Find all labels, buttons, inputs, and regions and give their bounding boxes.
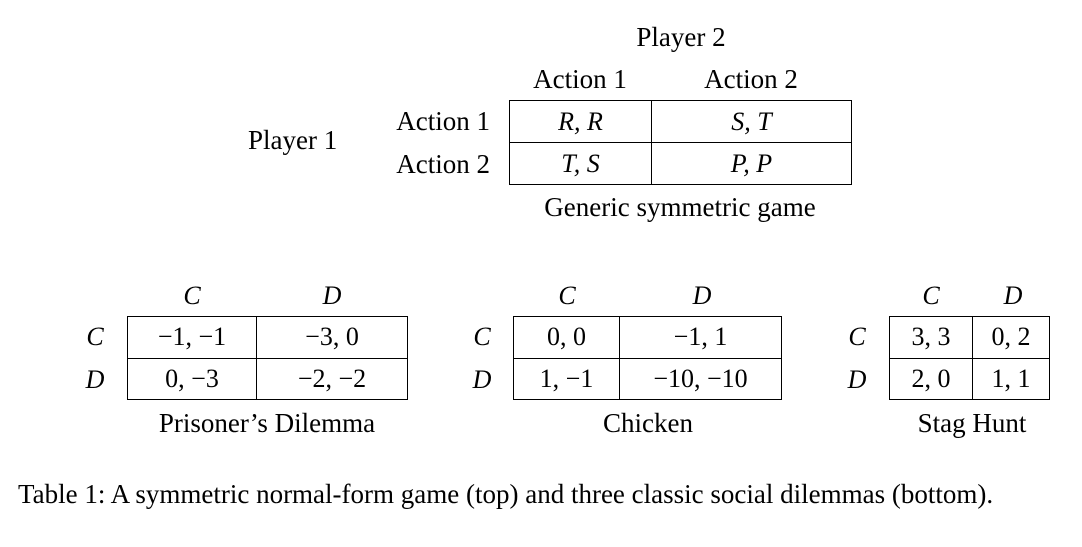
stag-row-c-label: C <box>848 322 866 351</box>
payoff-cell: −10, −10 <box>619 357 782 400</box>
row-action-1-label: Action 1 <box>396 106 490 136</box>
row-action-2-label: Action 2 <box>396 149 490 179</box>
pd-row-d-label: D <box>85 365 105 394</box>
payoff-cell: 1, −1 <box>513 357 620 400</box>
stag-col-c-label: C <box>922 281 940 310</box>
chicken-payoff-matrix: 0, 0 −1, 1 1, −1 −10, −10 <box>513 316 782 400</box>
payoff-cell: R, R <box>509 100 652 143</box>
table-caption: Table 1: A symmetric normal-form game (t… <box>18 479 994 509</box>
payoff-cell: P, P <box>651 142 852 185</box>
payoff-cell: T, S <box>509 142 652 185</box>
payoff-cell: 3, 3 <box>889 316 973 359</box>
payoff-cell: −1, 1 <box>619 316 782 359</box>
payoff-cell: −1, −1 <box>127 316 257 359</box>
payoff-cell: 0, −3 <box>127 357 257 400</box>
payoff-cell: S, T <box>651 100 852 143</box>
pd-row-c-label: C <box>86 322 104 351</box>
payoff-cell: −3, 0 <box>256 316 408 359</box>
pd-col-c-label: C <box>183 281 201 310</box>
payoff-cell: 2, 0 <box>889 357 973 400</box>
payoff-cell: 0, 2 <box>972 316 1050 359</box>
pd-title: Prisoner’s Dilemma <box>158 408 376 438</box>
column-player-label: Player 2 <box>636 22 726 52</box>
payoff-cell: 0, 0 <box>513 316 620 359</box>
stag-payoff-matrix: 3, 3 0, 2 2, 0 1, 1 <box>889 316 1050 400</box>
stag-title: Stag Hunt <box>917 408 1027 438</box>
column-action-1-label: Action 1 <box>533 64 627 94</box>
generic-game-title: Generic symmetric game <box>544 192 816 222</box>
chicken-col-c-label: C <box>558 281 576 310</box>
chicken-row-d-label: D <box>472 365 492 394</box>
pd-col-d-label: D <box>322 281 342 310</box>
pd-payoff-matrix: −1, −1 −3, 0 0, −3 −2, −2 <box>127 316 408 400</box>
chicken-row-c-label: C <box>473 322 491 351</box>
stag-col-d-label: D <box>1003 281 1023 310</box>
chicken-title: Chicken <box>603 408 693 438</box>
row-player-label: Player 1 <box>248 125 338 155</box>
payoff-cell: −2, −2 <box>256 357 408 400</box>
chicken-col-d-label: D <box>692 281 712 310</box>
stag-row-d-label: D <box>847 365 867 394</box>
payoff-cell: 1, 1 <box>972 357 1050 400</box>
column-action-2-label: Action 2 <box>704 64 798 94</box>
generic-payoff-matrix: R, R S, T T, S P, P <box>509 100 852 185</box>
